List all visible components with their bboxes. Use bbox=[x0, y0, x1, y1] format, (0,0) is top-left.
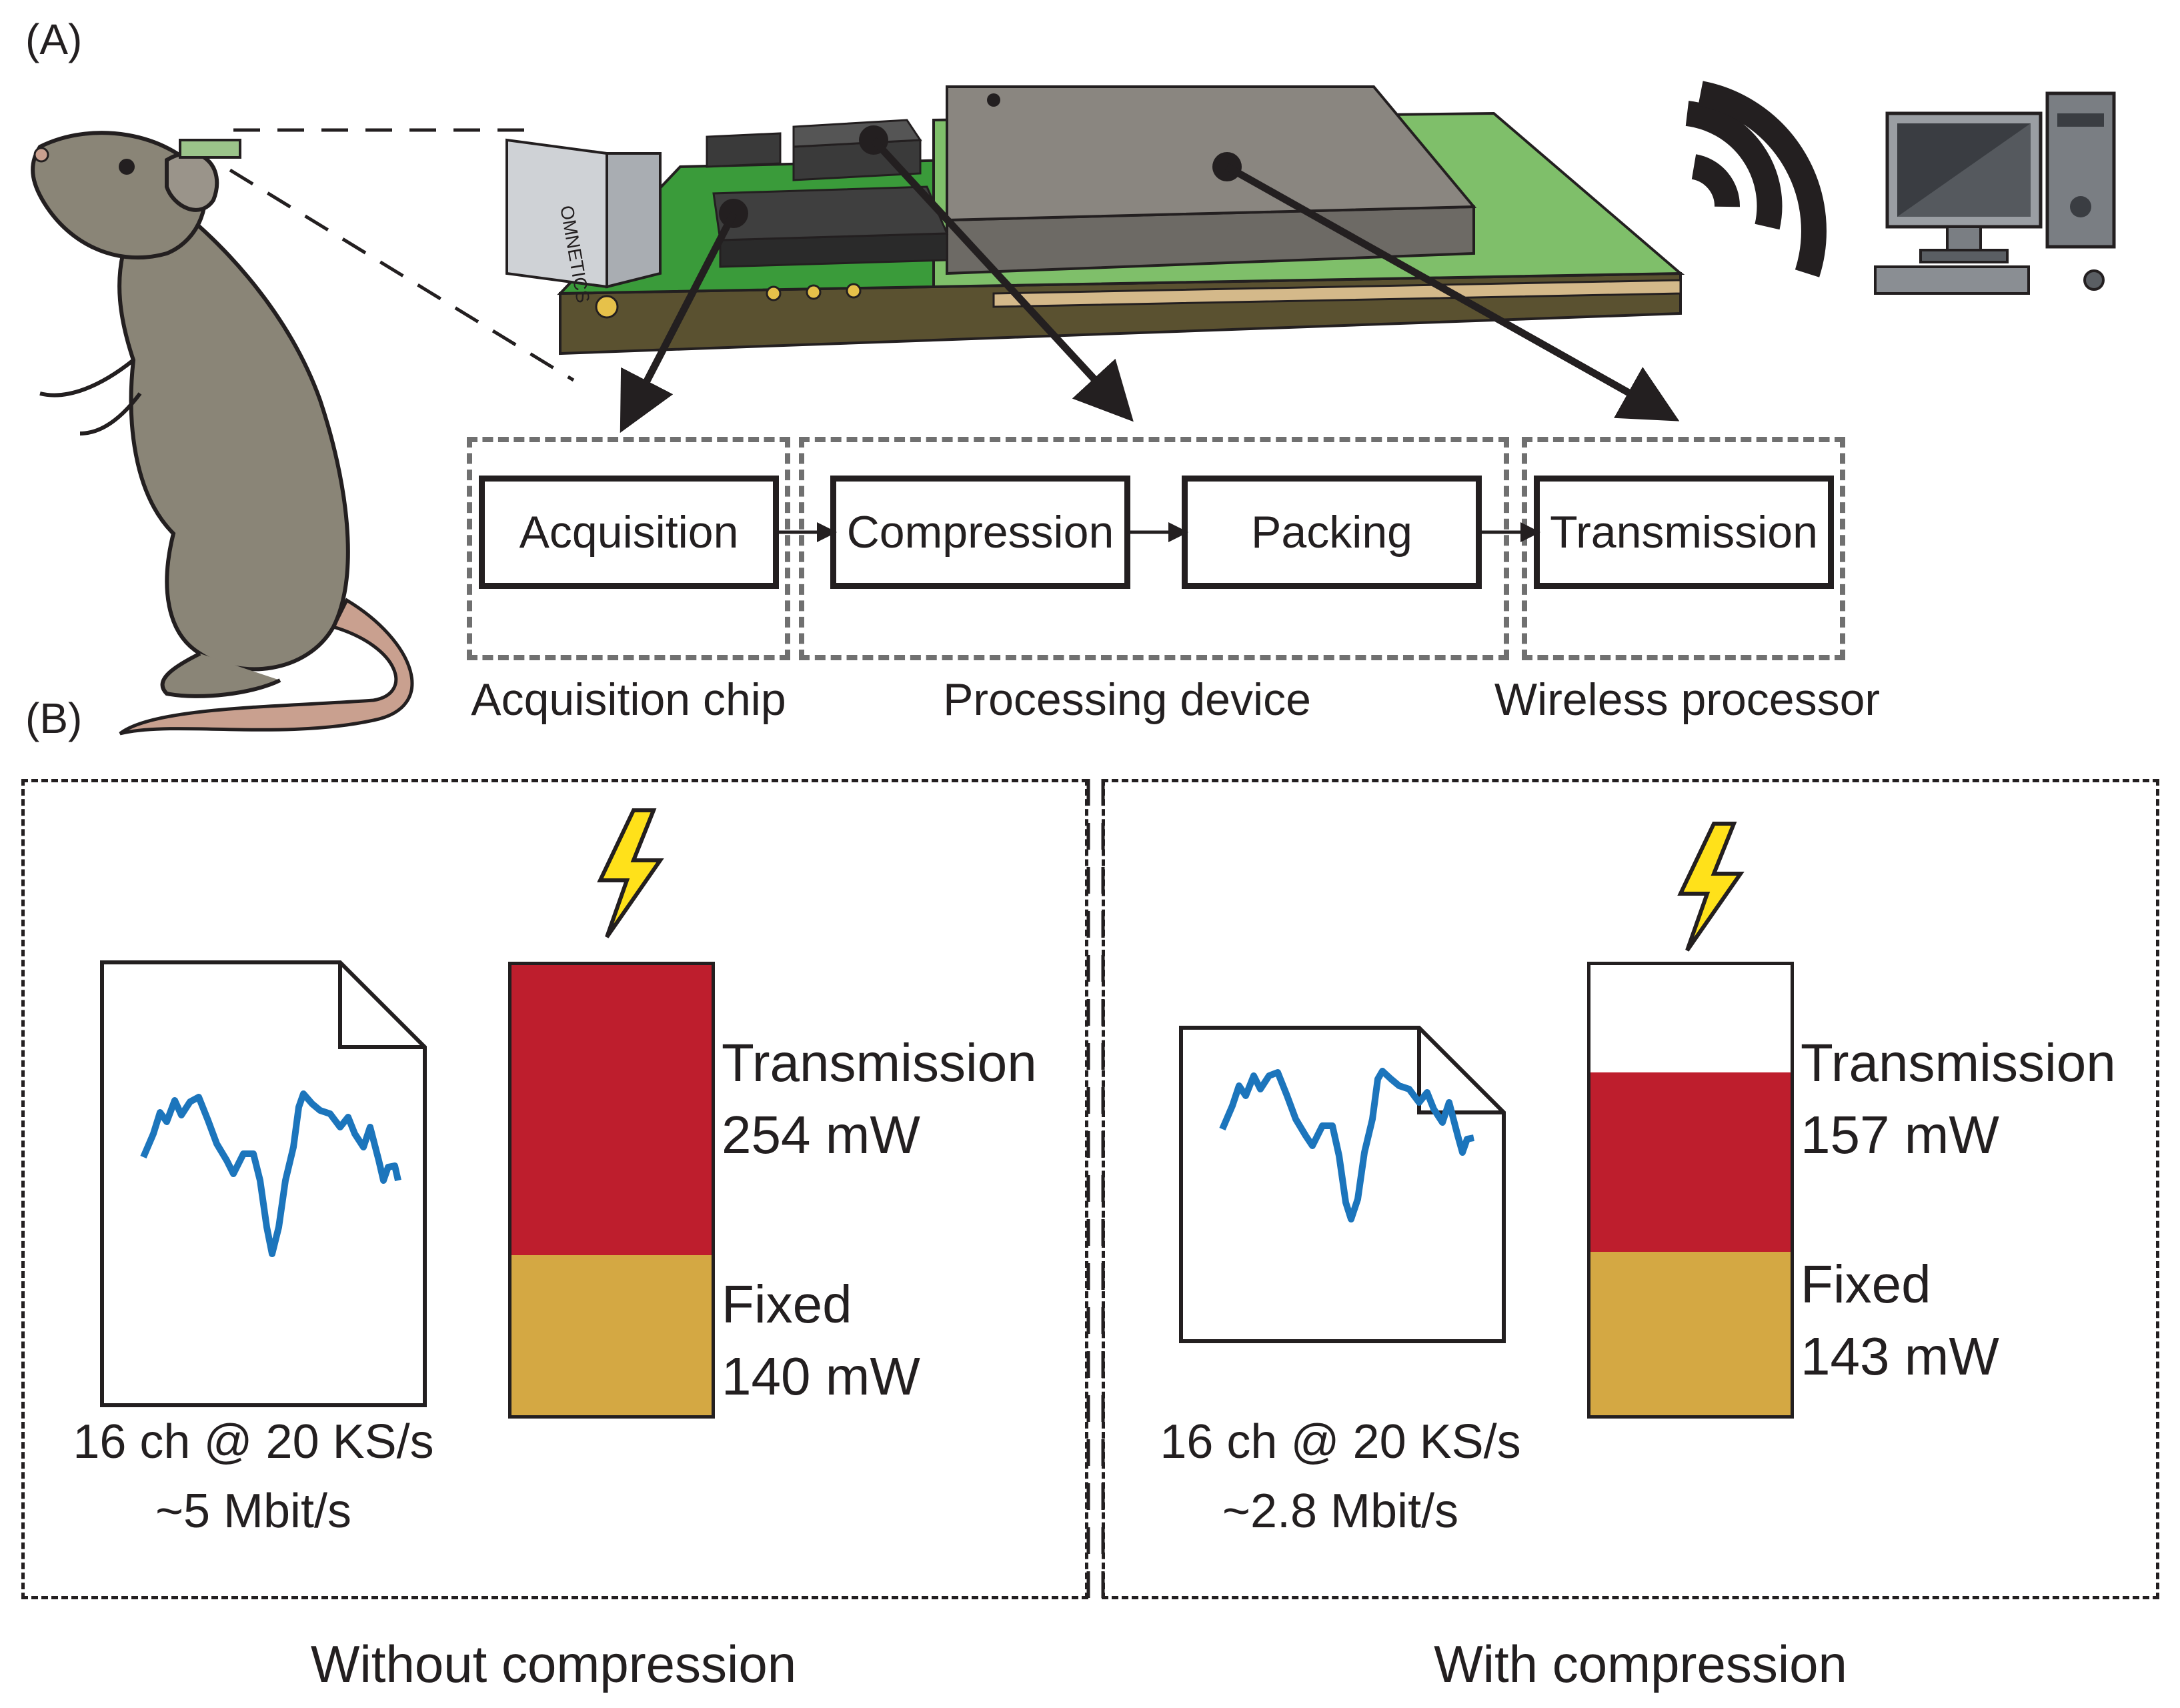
stream-line2-with: ~2.8 Mbit/s bbox=[1222, 1485, 1459, 1538]
caption-without-compression: Without compression bbox=[310, 1635, 797, 1693]
fixed-label-without: Fixed bbox=[722, 1274, 852, 1334]
stage-packing-label: Packing bbox=[1251, 507, 1412, 558]
signal-trace-without bbox=[140, 1090, 401, 1257]
transmission-value-with: 157 mW bbox=[1801, 1105, 1999, 1164]
data-document-icon-with bbox=[1179, 1026, 1506, 1343]
stream-line1-with: 16 ch @ 20 KS/s bbox=[1160, 1415, 1521, 1469]
group-box-processing-device bbox=[799, 437, 1509, 660]
stage-packing: Packing bbox=[1182, 476, 1482, 589]
power-bar-transmission-segment-without bbox=[511, 965, 712, 1255]
data-document-icon-without bbox=[100, 960, 427, 1407]
stage-compression: Compression bbox=[830, 476, 1130, 589]
group-label-processing-device: Processing device bbox=[943, 674, 1311, 725]
lightning-icon-without bbox=[597, 808, 664, 938]
wireless-signal-icon bbox=[1685, 81, 1827, 277]
fixed-value-without: 140 mW bbox=[722, 1347, 920, 1406]
stage-compression-label: Compression bbox=[846, 507, 1114, 558]
computer-icon bbox=[1874, 91, 2116, 295]
pcb-device: OMNETICS bbox=[505, 85, 1685, 355]
power-bar-transmission-segment-with bbox=[1590, 1072, 1791, 1252]
stage-acquisition: Acquisition bbox=[479, 476, 779, 589]
stream-line1-without: 16 ch @ 20 KS/s bbox=[73, 1415, 434, 1469]
group-label-acquisition-chip: Acquisition chip bbox=[471, 674, 786, 725]
rat-illustration bbox=[31, 131, 414, 736]
lightning-icon-with bbox=[1677, 822, 1745, 952]
panel-divider bbox=[1086, 779, 1105, 1599]
panel-b-label: (B) bbox=[25, 694, 83, 742]
power-bar-fixed-segment-without bbox=[511, 1255, 712, 1415]
group-label-wireless-processor: Wireless processor bbox=[1494, 674, 1881, 725]
power-bar-without bbox=[508, 962, 715, 1419]
stream-line2-without: ~5 Mbit/s bbox=[155, 1485, 352, 1538]
power-bar-with bbox=[1587, 962, 1794, 1419]
fixed-value-with: 143 mW bbox=[1801, 1327, 1999, 1386]
caption-with-compression: With compression bbox=[1434, 1635, 1847, 1693]
fixed-label-with: Fixed bbox=[1801, 1254, 1931, 1314]
panel-a-label: (A) bbox=[25, 15, 83, 63]
stage-transmission-label: Transmission bbox=[1550, 507, 1818, 558]
transmission-value-without: 254 mW bbox=[722, 1105, 920, 1164]
stage-acquisition-label: Acquisition bbox=[519, 507, 739, 558]
transmission-label-without: Transmission bbox=[722, 1033, 1037, 1092]
signal-trace-with bbox=[1219, 1068, 1474, 1222]
group-box-acquisition-chip bbox=[467, 437, 790, 660]
power-bar-fixed-segment-with bbox=[1590, 1252, 1791, 1415]
transmission-label-with: Transmission bbox=[1801, 1033, 2116, 1092]
stage-transmission: Transmission bbox=[1534, 476, 1834, 589]
group-box-wireless-processor bbox=[1522, 437, 1845, 660]
